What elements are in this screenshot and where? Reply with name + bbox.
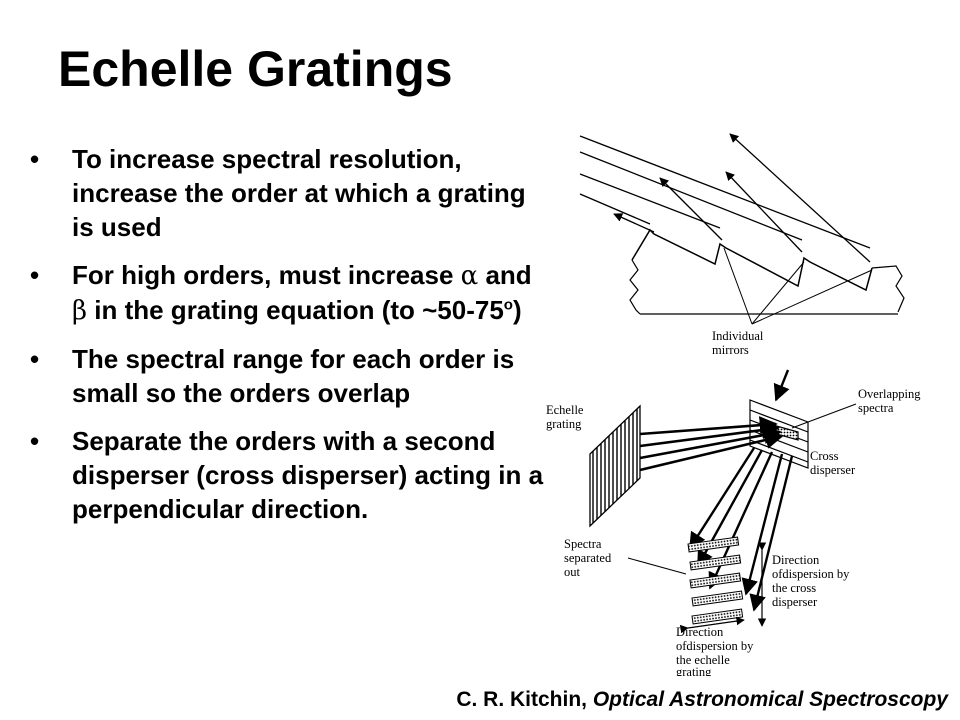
bullet-text: in the grating equation (to ~50-75	[87, 295, 504, 325]
cross-direction-label: Direction	[772, 553, 820, 567]
grating-profile-diagram: Individual mirrors	[579, 133, 905, 357]
source-credit: C. R. Kitchin, Optical Astronomical Spec…	[456, 688, 948, 712]
bullet-dot: •	[30, 144, 40, 174]
echelle-grating-label: grating	[546, 417, 582, 431]
cross-direction-label: disperser	[772, 595, 818, 609]
grating-left-break	[629, 259, 641, 315]
bullet-text: To increase spectral resolution, increas…	[72, 144, 526, 242]
separated-spectra	[687, 536, 744, 625]
bullet-dot: •	[30, 260, 40, 290]
echelle-direction-arrow	[679, 616, 745, 634]
credit-book-title: Optical Astronomical Spectroscopy	[592, 688, 948, 711]
spectra-separated-label: out	[564, 565, 581, 579]
echelle-direction-label: grating	[676, 665, 712, 676]
alpha-symbol: α	[460, 261, 479, 291]
spectra-separated-label: Spectra	[564, 537, 602, 551]
bullet-dot: •	[30, 344, 40, 374]
echelle-figure: Individual mirrors Echelle grating Overl…	[546, 133, 921, 676]
mirror-pointers	[723, 247, 873, 325]
cross-disperser-label: disperser	[810, 463, 856, 477]
bullet-dot: •	[30, 426, 40, 456]
credit-author: C. R. Kitchin,	[456, 688, 593, 711]
bullet-text: and	[478, 260, 532, 290]
bullet-item: • The spectral range for each order is s…	[28, 342, 548, 410]
bullet-text: Separate the orders with a second disper…	[72, 426, 544, 524]
overlap-pointer	[791, 403, 857, 429]
echelle-direction-label: the echelle	[676, 653, 730, 667]
slide-title: Echelle Gratings	[58, 41, 453, 97]
echelle-grating-block	[589, 404, 641, 528]
bullet-item: • To increase spectral resolution, incre…	[28, 142, 548, 244]
echelle-direction-label: Direction	[676, 625, 724, 639]
beta-symbol: β	[72, 296, 88, 326]
bullet-list: • To increase spectral resolution, incre…	[28, 142, 548, 540]
grating-right-break	[871, 265, 905, 313]
bullet-text: For high orders, must increase	[72, 260, 461, 290]
bullet-item: • Separate the orders with a second disp…	[28, 424, 548, 526]
cross-direction-label: ofdispersion by	[772, 567, 850, 581]
individual-mirrors-label: Individual	[712, 329, 764, 343]
reflected-rays	[613, 133, 871, 263]
incoming-beam	[579, 135, 871, 249]
individual-mirrors-label: mirrors	[712, 343, 749, 357]
overlapping-spectra-label: spectra	[858, 401, 894, 415]
separated-pointer	[627, 557, 687, 575]
echelle-grating-label: Echelle	[546, 403, 584, 417]
bullet-text: )	[512, 295, 522, 325]
grating-sawtooth	[631, 228, 873, 292]
spectra-separated-label: separated	[564, 551, 612, 565]
degree-superscript: o	[503, 296, 513, 314]
cross-direction-label: the cross	[772, 581, 816, 595]
incoming-light-arrow	[773, 369, 790, 402]
bullet-text: The spectral range for each order is sma…	[72, 344, 515, 408]
cross-disperser-diagram: Echelle grating Overlapping spectra Cros…	[546, 369, 921, 676]
echelle-direction-label: ofdispersion by	[676, 639, 754, 653]
bullet-item: • For high orders, must increase α and β…	[28, 258, 548, 328]
cross-disperser-label: Cross	[810, 449, 839, 463]
beams-to-cross-disperser	[639, 416, 784, 472]
overlapping-spectra-label: Overlapping	[858, 387, 921, 401]
